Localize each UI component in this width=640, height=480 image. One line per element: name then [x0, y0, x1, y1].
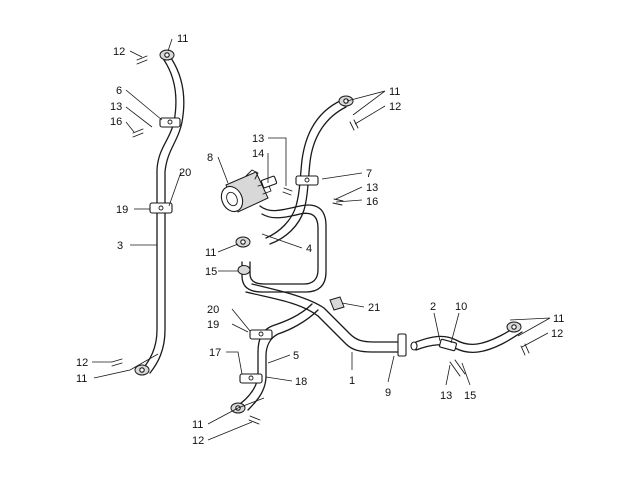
callout-19: 19 — [116, 204, 128, 216]
upper-right-pipe — [265, 95, 359, 245]
cylinder-part-8 — [220, 169, 278, 213]
callout-13b: 13 — [252, 133, 264, 145]
bolt-12-right — [520, 343, 530, 356]
callout-20b: 20 — [207, 304, 219, 316]
callout-20: 20 — [179, 167, 191, 179]
callout-17: 17 — [209, 347, 221, 359]
clamp-7 — [295, 175, 319, 186]
callout-4: 4 — [306, 243, 312, 255]
clamp-19-lower — [249, 329, 273, 340]
leader-lines — [92, 38, 551, 441]
clip-21 — [329, 296, 345, 311]
clamp-6 — [159, 117, 181, 128]
bolt-12-top-left — [136, 55, 148, 65]
callout-12c: 12 — [389, 101, 401, 113]
callout-13c: 13 — [366, 182, 378, 194]
callout-labels: 12 11 6 13 16 20 19 3 12 11 11 12 13 14 … — [76, 33, 564, 447]
bolt-12-upper-right — [349, 119, 359, 131]
callout-11c: 11 — [389, 86, 400, 98]
callout-11b: 11 — [76, 373, 87, 385]
bolt-13-upper — [282, 187, 293, 196]
callout-15b: 15 — [464, 390, 476, 402]
bolt-16-left — [132, 128, 144, 138]
bolt-13-right — [449, 359, 466, 377]
callout-14: 14 — [252, 148, 264, 160]
central-pipe-part-1 — [235, 204, 407, 357]
callout-19b: 19 — [207, 319, 219, 331]
callout-2: 2 — [430, 301, 436, 313]
bolt-12-bottom-left — [111, 358, 123, 367]
callout-16b: 16 — [366, 196, 378, 208]
callout-11f: 11 — [192, 419, 203, 431]
right-pipe-end — [410, 341, 418, 351]
callout-5: 5 — [293, 350, 299, 362]
callout-11e: 11 — [553, 313, 564, 325]
clamp-19 — [149, 202, 173, 214]
callout-12b: 12 — [76, 357, 88, 369]
clamp-17 — [239, 373, 263, 384]
callout-16: 16 — [110, 116, 122, 128]
bolt-12-lower — [248, 415, 261, 425]
right-pipe-part-2 — [410, 321, 530, 377]
clamp-10 — [439, 338, 457, 352]
left-pipe-part-3 — [111, 49, 185, 376]
callout-9: 9 — [385, 387, 391, 399]
callout-11: 11 — [177, 33, 188, 45]
callout-3: 3 — [117, 240, 123, 252]
callout-21: 21 — [368, 302, 380, 314]
callout-18: 18 — [295, 376, 307, 388]
callout-12d: 12 — [551, 328, 563, 340]
callout-7: 7 — [366, 168, 372, 180]
callout-15: 15 — [205, 266, 217, 278]
callout-13: 13 — [110, 101, 122, 113]
callout-6: 6 — [116, 85, 122, 97]
fitting-9 — [397, 333, 407, 357]
callout-11d: 11 — [205, 247, 216, 259]
callout-12: 12 — [113, 46, 125, 58]
bolt-16-right — [332, 198, 344, 206]
washer-15-center — [237, 265, 251, 275]
callout-8: 8 — [207, 152, 213, 164]
callout-10: 10 — [455, 301, 467, 313]
callout-1: 1 — [349, 375, 355, 387]
callout-13d: 13 — [440, 390, 452, 402]
callout-12e: 12 — [192, 435, 204, 447]
